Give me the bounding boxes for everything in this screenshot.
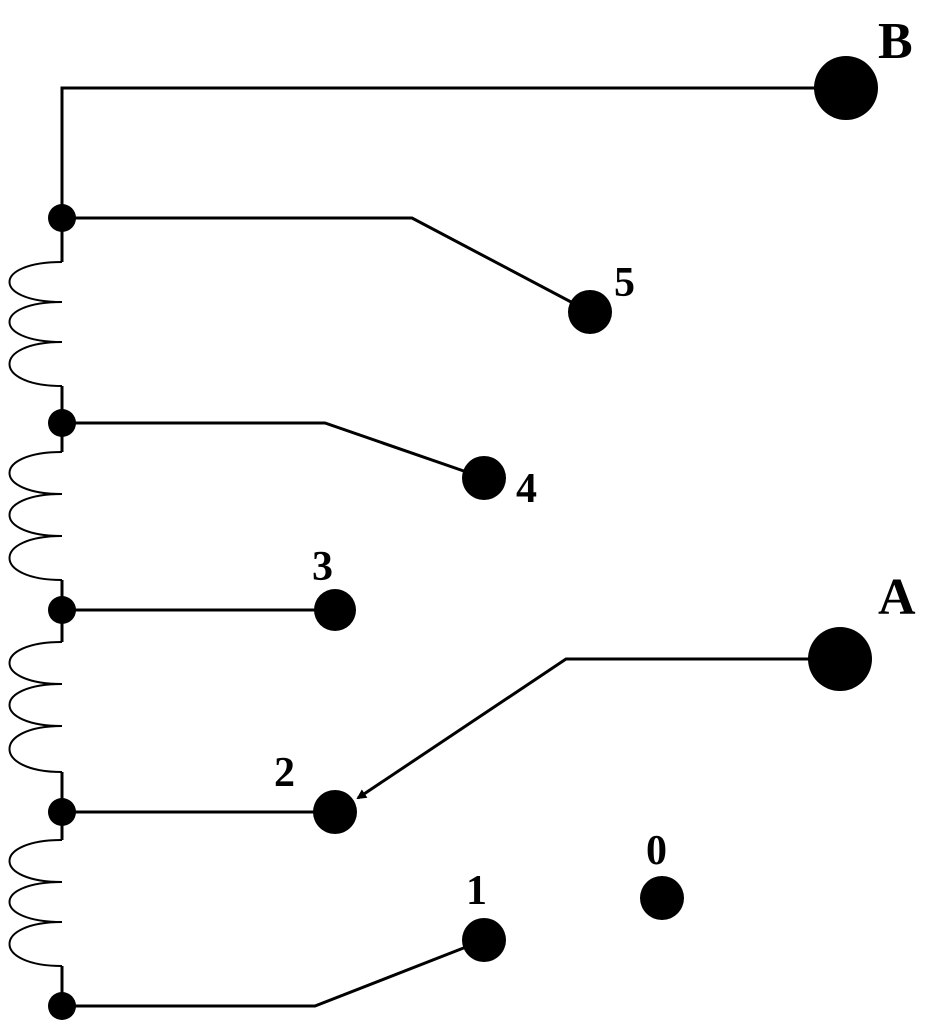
junction-dot-3	[48, 596, 76, 624]
label-terminal-b: B	[878, 13, 913, 70]
label-contact-5: 5	[614, 260, 635, 306]
label-contact-1: 1	[466, 868, 487, 914]
label-contact-3: 3	[312, 544, 333, 590]
coil-section-3	[8, 641, 63, 773]
contact-4	[462, 456, 506, 500]
contact-2	[313, 790, 357, 834]
contact-0	[640, 876, 684, 920]
label-terminal-a: A	[878, 569, 916, 626]
junction-dot-5	[48, 204, 76, 232]
terminal-a	[808, 627, 872, 691]
contact-3	[314, 589, 356, 631]
label-contact-2: 2	[274, 750, 295, 796]
wire-terminal-b	[60, 86, 846, 200]
junction-dot-1	[48, 992, 76, 1020]
selector-arm-arrow	[356, 657, 840, 800]
terminal-b	[814, 56, 878, 120]
coil-section-2	[8, 839, 63, 967]
junction-dots	[48, 204, 76, 1020]
coil-section-4	[8, 451, 63, 581]
coil-section-5	[8, 261, 63, 387]
junction-dot-4	[48, 409, 76, 437]
label-contact-4: 4	[516, 466, 537, 512]
contact-5	[568, 290, 612, 334]
wire-tap-5	[62, 216, 591, 314]
winding-coil	[8, 261, 63, 967]
junction-dot-2	[48, 798, 76, 826]
label-contact-0: 0	[646, 828, 667, 874]
wire-tap-4	[62, 421, 485, 480]
wire-tap-1	[62, 938, 485, 1008]
contact-1	[462, 918, 506, 962]
